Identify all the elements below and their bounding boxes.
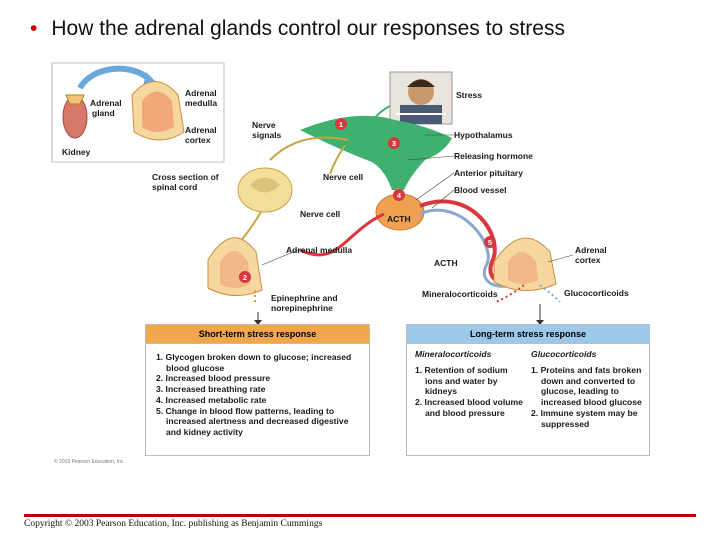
leader-releasing-hormone (407, 155, 455, 161)
slide-title: • How the adrenal glands control our resp… (30, 17, 565, 41)
footer-divider (24, 514, 696, 517)
label-blood-vessel: Blood vessel (454, 185, 506, 195)
step-2-number: 2 (243, 273, 247, 282)
short-term-item: 1. Glycogen broken down to glucose; incr… (156, 352, 352, 373)
step-4-number: 4 (397, 191, 402, 200)
slide-title-text: How the adrenal glands control our respo… (51, 17, 565, 40)
label-epinephrine-2: norepinephrine (271, 303, 333, 313)
step-4-circle (393, 189, 405, 201)
hypothalamus-shape (300, 115, 452, 190)
label-cross-section-2: spinal cord (152, 182, 197, 192)
glucocorticoid-effect: 1. Proteins and fats broken down and con… (531, 365, 642, 408)
mineralocorticoids-heading: Mineralocorticoids (415, 349, 492, 359)
label-hypothalamus: Hypothalamus (454, 130, 513, 140)
label-nerve-cell-upper: Nerve cell (323, 172, 363, 182)
inset-label-medulla-1: Adrenal (185, 88, 217, 98)
inset-adrenal-gland-shape (65, 94, 85, 105)
label-mineralocorticoids: Mineralocorticoids (422, 289, 498, 299)
step-1-number: 1 (339, 120, 343, 129)
nerve-path-upper (269, 136, 349, 161)
leader-adrenal-medulla (261, 249, 299, 266)
long-term-response-title: Long-term stress response (407, 325, 649, 344)
glucocorticoids-column: Glucocorticoids 1. Proteins and fats bro… (531, 349, 643, 429)
footer-copyright: Copyright © 2003 Pearson Education, Inc.… (24, 519, 323, 529)
short-term-item: 5. Change in blood flow patterns, leadin… (156, 405, 349, 437)
short-term-item: 3. Increased breathing rate (156, 384, 266, 395)
leader-anterior-pituitary (415, 172, 455, 201)
label-glucocorticoids: Glucocorticoids (564, 288, 629, 298)
glucocorticoids-heading: Glucocorticoids (531, 349, 597, 359)
inset-label-medulla-2: medulla (185, 98, 217, 108)
mineralocorticoid-effect: 2. Increased blood volume and blood pres… (415, 397, 523, 418)
blood-vessel-3 (299, 212, 385, 257)
short-term-item: 4. Increased metabolic rate (156, 394, 267, 405)
inset-zoom-arrow (77, 65, 153, 90)
inset-label-cortex-2: cortex (185, 135, 211, 145)
mineralocorticoids-list: 1. Retention of sodium ions and water by… (415, 365, 525, 419)
nerve-path-down (329, 144, 346, 175)
label-releasing-hormone: Releasing hormone (454, 151, 533, 161)
label-cross-section-1: Cross section of (152, 172, 219, 182)
leader-adrenal-cortex (547, 254, 574, 263)
short-term-response-box: Short-term stress response 1. Glycogen b… (145, 324, 370, 456)
label-acth-gland: ACTH (387, 214, 411, 224)
glucocorticoid-release-dots (539, 284, 561, 303)
step-3-number: 3 (392, 139, 396, 148)
glucocorticoids-list: 1. Proteins and fats broken down and con… (531, 365, 643, 429)
glucocorticoid-effect: 2. Immune system may be suppressed (531, 407, 638, 429)
mineralocorticoid-effect: 1. Retention of sodium ions and water by… (415, 365, 508, 397)
inset-label-cortex-1: Adrenal (185, 125, 217, 135)
long-term-response-box: Long-term stress response Mineralocortic… (406, 324, 650, 456)
step-2-circle (239, 271, 251, 283)
right-adrenal-medulla-shape (508, 252, 538, 284)
label-anterior-pituitary: Anterior pituitary (454, 168, 523, 178)
label-acth-vessel: ACTH (434, 258, 458, 268)
step-5-circle (484, 236, 496, 248)
label-epinephrine-1: Epinephrine and (271, 293, 338, 303)
short-term-response-title: Short-term stress response (146, 325, 369, 344)
inset-adrenal-medulla-shape (142, 91, 174, 132)
inset-label-kidney: Kidney (62, 147, 91, 157)
mineralocorticoids-column: Mineralocorticoids 1. Retention of sodiu… (415, 349, 525, 429)
bullet-icon: • (30, 17, 38, 40)
person-hair-shape (407, 79, 435, 87)
step-5-number: 5 (488, 238, 492, 247)
label-adrenal-medulla: Adrenal medulla (286, 245, 352, 255)
short-term-response-list: 1. Glycogen broken down to glucose; incr… (146, 344, 369, 438)
label-adrenal-cortex-1: Adrenal (575, 245, 607, 255)
label-stress: Stress (456, 90, 482, 100)
step-3-circle (388, 137, 400, 149)
inset-label-adrenal-gland-2: gland (92, 108, 115, 118)
label-nerve-signals-1: Nerve (252, 120, 276, 130)
short-term-arrowhead-icon (254, 320, 262, 325)
short-term-item: 2. Increased blood pressure (156, 373, 271, 384)
mineralocorticoid-release-dots (495, 284, 525, 303)
step-1-circle (335, 118, 347, 130)
spinal-gray-matter-shape (250, 177, 280, 193)
inset-label-adrenal-gland-1: Adrenal (90, 98, 122, 108)
label-nerve-signals-2: signals (252, 130, 282, 140)
long-term-columns: Mineralocorticoids 1. Retention of sodiu… (407, 344, 649, 429)
long-term-arrowhead-icon (536, 320, 544, 325)
leader-blood-vessel (431, 189, 455, 209)
figure-credit: © 2013 Pearson Education, Inc. (54, 459, 125, 465)
label-nerve-cell-lower: Nerve cell (300, 209, 340, 219)
label-adrenal-cortex-2: cortex (575, 255, 601, 265)
